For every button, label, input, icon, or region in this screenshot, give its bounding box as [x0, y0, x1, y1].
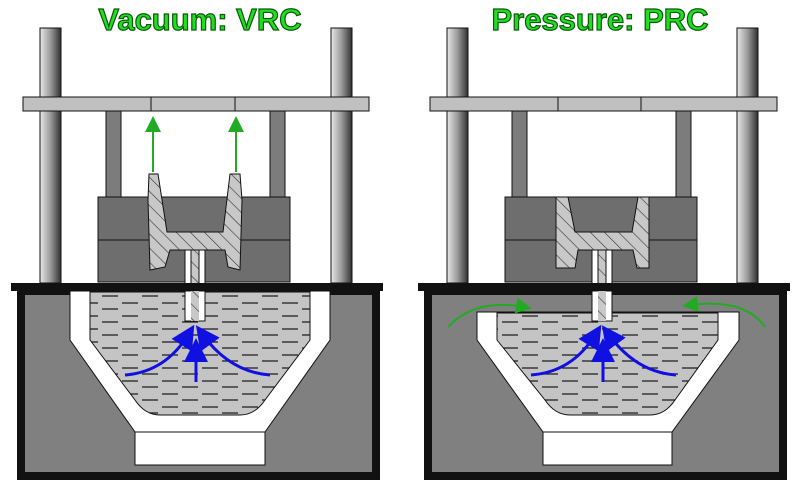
left-tie-column [39, 27, 62, 284]
pressure-arrow-right [682, 296, 766, 328]
guide-rod-left [105, 110, 122, 198]
flow-arrow-left [530, 324, 602, 377]
top-platen [22, 96, 370, 112]
pressure-arrow-left [447, 297, 532, 328]
pressure-panel: Pressure: PRC [400, 0, 800, 487]
pressure-diagram [418, 27, 790, 480]
vacuum-diagram [11, 27, 383, 480]
guide-rod-left [511, 110, 528, 198]
top-platen [429, 96, 778, 112]
guide-rod-right [675, 110, 692, 198]
right-tie-column [736, 27, 759, 284]
flow-arrow-right [195, 325, 271, 377]
left-tie-column [446, 27, 469, 284]
right-tie-column [330, 27, 353, 284]
casting-cavity [555, 196, 650, 269]
molten-metal [496, 312, 719, 416]
vacuum-panel: Vacuum: VRC [11, 1, 383, 480]
guide-rod-right [269, 110, 286, 198]
flow-arrow-left [124, 324, 195, 377]
casting-cavity [147, 173, 243, 271]
vacuum-title: Vacuum: VRC [98, 1, 302, 37]
pressure-title: Pressure: PRC [491, 1, 709, 37]
